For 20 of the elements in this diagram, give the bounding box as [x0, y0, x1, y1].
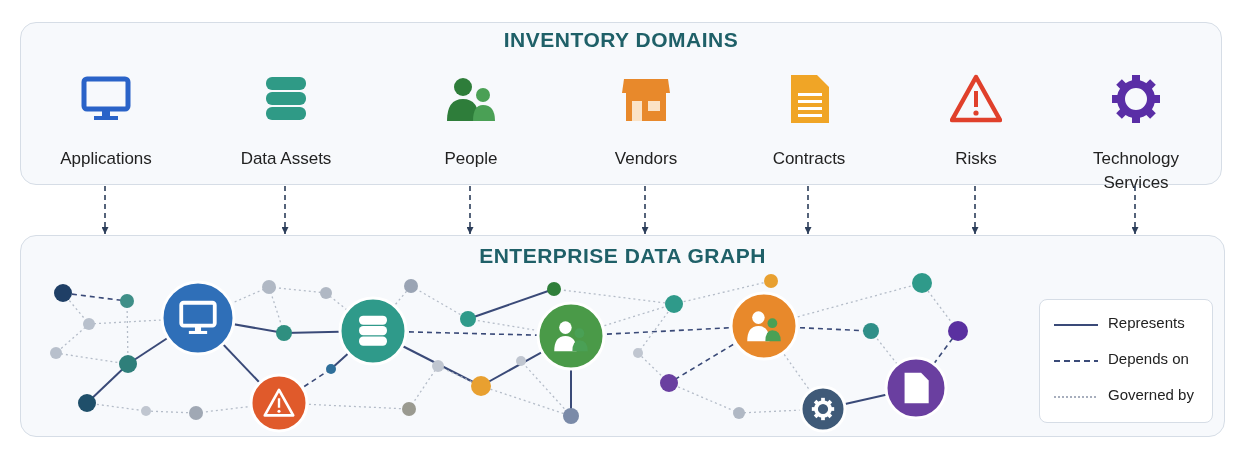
section-panel	[20, 235, 1225, 437]
domain-label: Vendors	[614, 148, 678, 170]
arrow	[101, 185, 109, 235]
legend-label: Depends on	[1108, 350, 1189, 367]
legend-label: Represents	[1108, 314, 1185, 331]
domain-label: Data Assets	[240, 148, 332, 170]
section-title: INVENTORY DOMAINS	[503, 28, 739, 52]
arrow	[281, 185, 289, 235]
section-title: ENTERPRISE DATA GRAPH	[479, 244, 766, 268]
domain-label: Contracts	[772, 148, 846, 170]
domain-label: Risks	[955, 148, 997, 170]
domain-label: Applications	[60, 148, 152, 170]
arrow	[1131, 185, 1139, 235]
domain-label: Technology Services	[1092, 148, 1180, 194]
legend-label: Governed by	[1108, 386, 1194, 403]
arrow	[804, 185, 812, 235]
domain-label: People	[444, 148, 498, 170]
arrow	[971, 185, 979, 235]
arrow	[466, 185, 474, 235]
arrow	[641, 185, 649, 235]
